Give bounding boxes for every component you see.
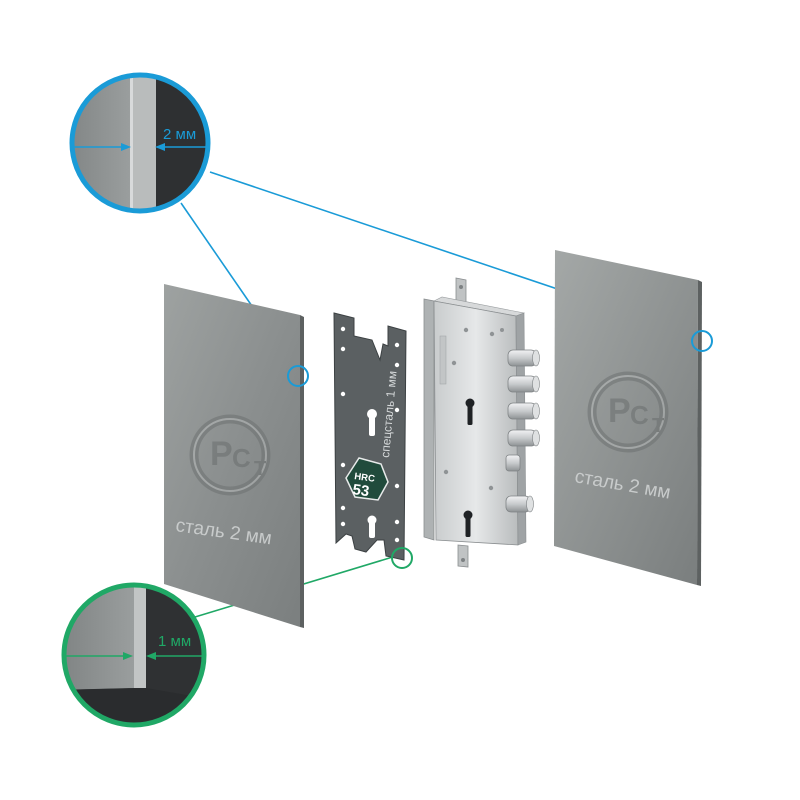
bolt-6 [505,495,534,513]
lock-rivets [443,327,504,491]
blue-zoom-callout: 2 мм [69,72,211,214]
blue-marker-left-panel [287,365,309,387]
bolt-2 [507,375,540,393]
lock-keyhole-bottom-icon [463,510,473,537]
bolt-3 [507,402,540,420]
rst-logo-icon-right: P C T [587,371,669,453]
bolt-1 [507,349,540,367]
svg-text:P: P [210,435,233,473]
green-callout-dimension: 1 мм [158,633,191,650]
green-zoom-callout: 1 мм [61,582,207,728]
plate-keyhole-top-icon [367,409,377,436]
bolt-4 [507,429,540,447]
svg-text:P: P [608,392,631,430]
svg-text:C: C [630,400,649,430]
blue-callout-dimension: 2 мм [163,126,196,143]
plate-keyhole-bottom-icon [367,515,377,538]
lock-keyhole-top-icon [465,398,475,425]
plate-holes [340,326,400,543]
armor-plate: спецсталь 1 мм HRC 53 [333,312,407,561]
left-steel-panel: P C T сталь 2 мм [164,284,304,628]
hrc-badge-label: HRC [354,471,376,485]
svg-text:T: T [254,458,266,480]
bolt-5-latch [505,454,521,472]
green-marker-armor-plate [391,547,413,569]
hrc-badge: HRC 53 [345,457,389,501]
mortise-lock [423,277,540,568]
svg-text:T: T [652,415,664,437]
lock-bolts [505,349,540,513]
lock-tab-hole [459,285,463,289]
rst-logo-icon: P C T [189,414,271,496]
right-steel-panel: P C T сталь 2 мм [554,250,702,586]
svg-text:C: C [232,443,251,473]
hrc-badge-value: 53 [351,481,370,500]
blue-marker-right-panel [691,330,713,352]
